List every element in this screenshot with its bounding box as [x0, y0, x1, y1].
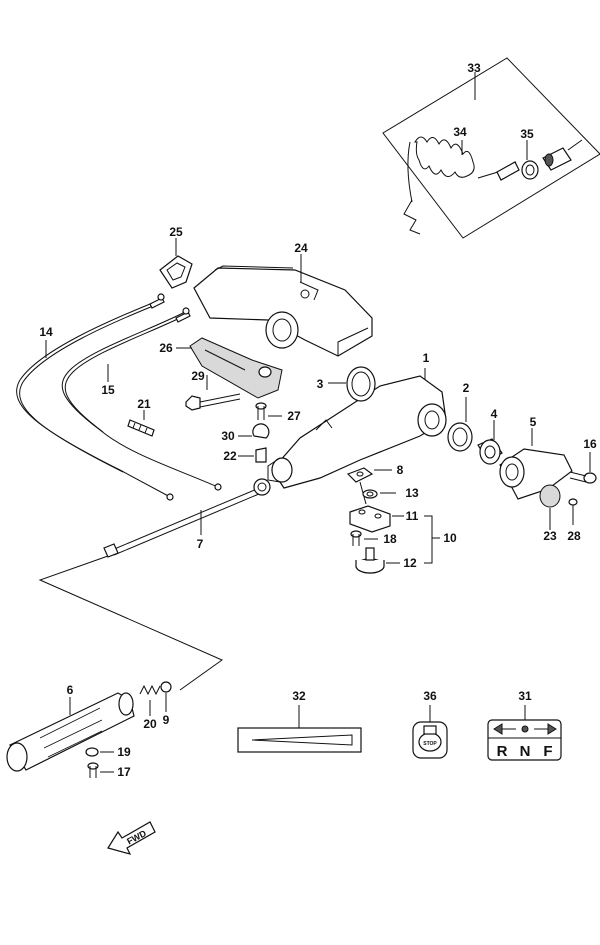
stop-decal-text: STOP	[423, 741, 437, 747]
decal-part-32	[237, 705, 362, 753]
callout-20: 20	[143, 717, 157, 731]
forward-direction-arrow	[107, 821, 156, 855]
callout-14: 14	[39, 325, 53, 339]
grip-part-25	[159, 238, 193, 289]
callout-9: 9	[163, 713, 170, 727]
shaft-part-7	[103, 478, 271, 558]
callout-26: 26	[159, 341, 173, 355]
callout-33: 33	[467, 61, 481, 75]
washer-part-2	[447, 397, 473, 452]
leader-grip-to-shaft	[38, 555, 224, 691]
washer-part-23	[539, 484, 561, 530]
callout-34: 34	[453, 125, 467, 139]
callout-22: 22	[223, 449, 237, 463]
lanyard-kit-box	[382, 57, 600, 239]
throttle-lever-part-5	[499, 428, 573, 500]
shift-decal-n: N	[520, 743, 531, 760]
bolt-part-29	[185, 375, 241, 411]
washer-part-13	[362, 489, 396, 499]
callout-36: 36	[423, 689, 437, 703]
pin-part-21	[127, 410, 155, 437]
stop-decal-part-36	[412, 705, 448, 759]
callout-5: 5	[530, 415, 537, 429]
washer-part-30	[238, 423, 270, 439]
shift-decal-f: F	[543, 743, 552, 760]
callout-16: 16	[583, 437, 597, 451]
lanyard-coil-part-34	[403, 136, 520, 235]
callout-35: 35	[520, 127, 534, 141]
tiller-bracket-part-24	[193, 254, 373, 357]
callout-28: 28	[567, 529, 581, 543]
group-bracket-10	[424, 515, 440, 564]
callout-4: 4	[491, 407, 498, 421]
tiller-arm-part-1	[267, 368, 447, 489]
callout-29: 29	[191, 369, 205, 383]
callout-1: 1	[423, 351, 430, 365]
washer-part-19	[85, 747, 114, 757]
plate-part-26	[176, 337, 283, 399]
callout-7: 7	[197, 537, 204, 551]
stop-switch-part-35	[521, 139, 583, 180]
cable-part-14	[16, 293, 174, 501]
bolt-part-16	[569, 452, 597, 484]
friction-block-part-11	[349, 505, 404, 533]
shift-decal-part-31	[487, 705, 562, 761]
callout-17: 17	[117, 765, 131, 779]
callout-11: 11	[406, 509, 419, 523]
spring-part-20	[139, 684, 161, 716]
callout-30: 30	[221, 429, 235, 443]
callout-8: 8	[397, 463, 404, 477]
callout-2: 2	[463, 381, 470, 395]
callout-25: 25	[169, 225, 183, 239]
screw-part-27	[255, 402, 282, 420]
cable-part-15	[61, 307, 222, 491]
callout-12: 12	[403, 556, 417, 570]
callout-24: 24	[294, 241, 308, 255]
bushing-part-4	[477, 420, 503, 465]
callout-3: 3	[317, 377, 324, 391]
callout-10: 10	[443, 531, 457, 545]
screw-part-28	[568, 498, 578, 525]
knob-part-12	[355, 547, 400, 574]
screw-part-17	[87, 762, 114, 778]
callout-32: 32	[292, 689, 306, 703]
callout-15: 15	[101, 383, 115, 397]
callout-6: 6	[67, 683, 74, 697]
callout-27: 27	[287, 409, 301, 423]
callout-19: 19	[117, 745, 131, 759]
callout-13: 13	[405, 486, 419, 500]
callout-31: 31	[518, 689, 532, 703]
pin-part-9	[160, 681, 172, 712]
grip-part-6	[6, 692, 135, 772]
callout-23: 23	[543, 529, 557, 543]
screw-part-18	[350, 530, 378, 546]
callout-labels: 1 2 3 4 5 6 7 8 9 10 11 12 13 14 15 16 1…	[39, 61, 597, 779]
clip-part-22	[238, 447, 267, 463]
shift-decal-r: R	[497, 743, 508, 760]
callout-21: 21	[137, 397, 151, 411]
callout-18: 18	[383, 532, 397, 546]
ring-part-3	[328, 366, 376, 402]
